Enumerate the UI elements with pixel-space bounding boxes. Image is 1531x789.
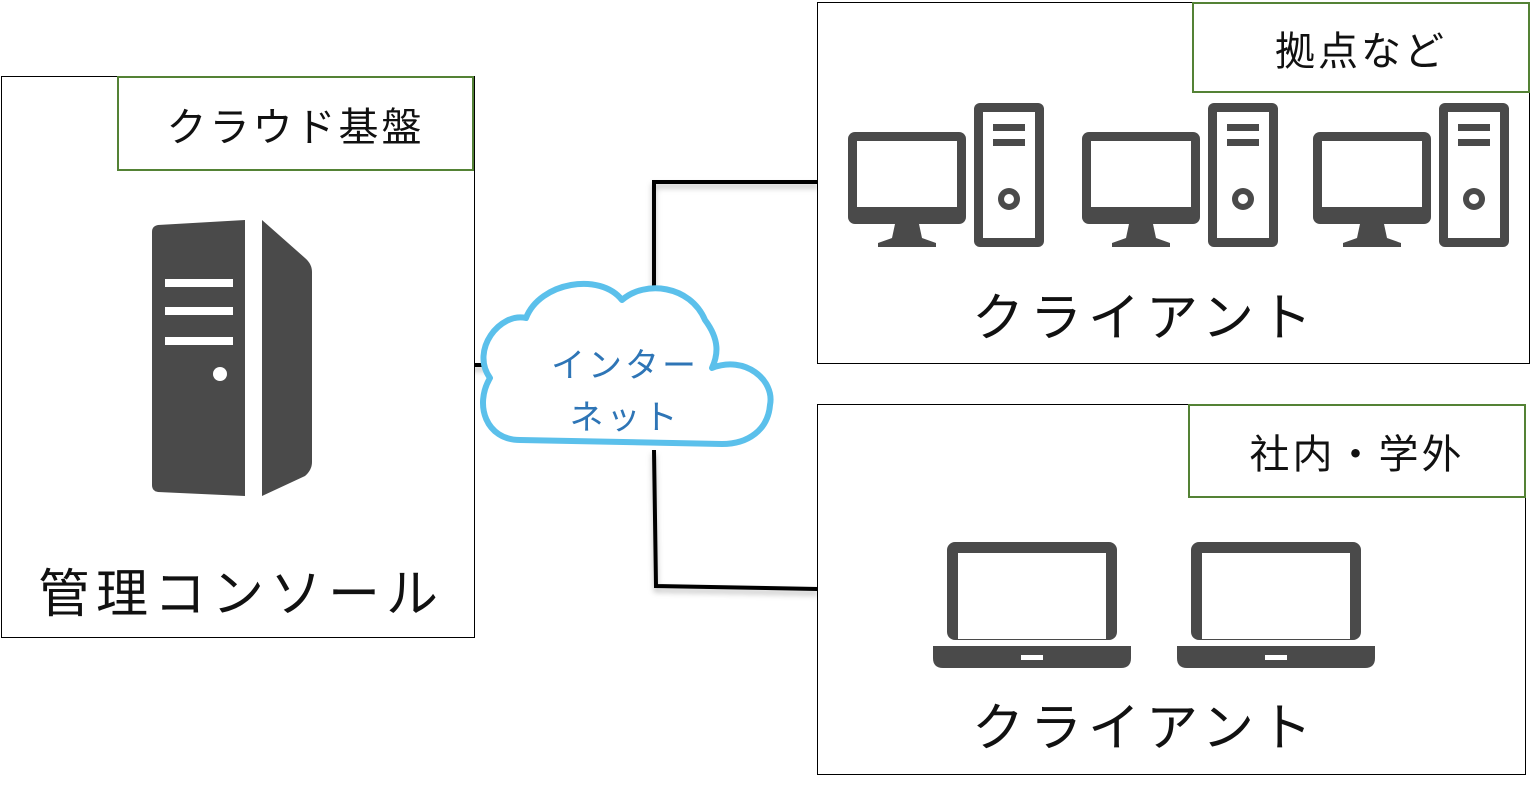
- internet-label-line1: インター: [551, 346, 699, 386]
- branch-tag: 拠点など: [1192, 2, 1530, 93]
- internet-label: インター ネット: [520, 340, 730, 444]
- campus-client-label: クライアント: [972, 699, 1318, 759]
- campus-tag: 社内・学外: [1188, 404, 1526, 498]
- cloud-platform-tag: クラウド基盤: [117, 76, 474, 171]
- line-cloud-to-campus: [652, 449, 819, 591]
- internet-label-line2: ネット: [569, 398, 681, 438]
- branch-client-label: クライアント: [972, 289, 1318, 349]
- line-cloud-to-branch: [652, 180, 818, 325]
- cloud-platform-label: 管理コンソール: [38, 565, 445, 625]
